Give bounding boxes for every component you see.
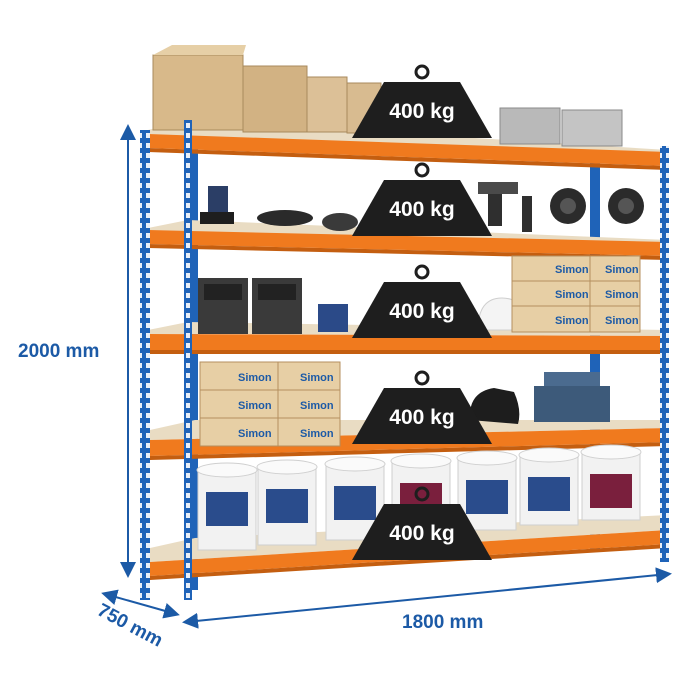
weight-body xyxy=(352,282,492,338)
rear-left-upright xyxy=(188,120,198,590)
paint-bucket xyxy=(456,450,518,531)
weight-label: 400 kg xyxy=(389,300,454,323)
height-label: 2000 mm xyxy=(18,341,99,362)
load-weight-1: 400 kg xyxy=(352,64,492,138)
load-weight-5: 400 kg xyxy=(352,486,492,560)
brand-label: Simon xyxy=(238,428,272,440)
weight-body xyxy=(352,504,492,560)
brand-label: Simon xyxy=(605,315,639,327)
load-weights: 400 kg 400 kg 400 kg 400 kg 400 kg xyxy=(352,64,492,560)
front-uprights xyxy=(140,120,669,600)
brand-label: Simon xyxy=(238,372,272,384)
paint-bucket xyxy=(256,459,318,546)
weight-label: 400 kg xyxy=(389,100,454,123)
load-weight-2: 400 kg xyxy=(352,162,492,236)
weight-label: 400 kg xyxy=(389,522,454,545)
weight-label: 400 kg xyxy=(389,198,454,221)
weight-hook xyxy=(414,64,430,80)
depth-dimension-line xyxy=(101,589,180,619)
brand-label: Simon xyxy=(300,400,334,412)
brand-label: Simon xyxy=(238,400,272,412)
welders-and-boxes xyxy=(198,278,527,334)
paint-bucket xyxy=(196,462,258,551)
brand-label: Simon xyxy=(555,315,589,327)
load-weight-3: 400 kg xyxy=(352,264,492,338)
width-dimension-line xyxy=(182,567,672,629)
weight-hook xyxy=(414,486,430,502)
weight-body xyxy=(352,388,492,444)
bag-and-toolbox xyxy=(469,372,610,424)
brand-boxes-right: Simon Simon Simon Simon Simon Simon xyxy=(511,255,641,333)
tools xyxy=(200,182,644,232)
width-label: 1800 mm xyxy=(402,612,483,633)
weight-hook xyxy=(414,370,430,386)
brand-label: Simon xyxy=(605,264,639,276)
dimension-lines xyxy=(101,124,672,629)
load-weight-4: 400 kg xyxy=(352,370,492,444)
weight-label: 400 kg xyxy=(389,406,454,429)
weight-body xyxy=(352,180,492,236)
paint-bucket xyxy=(580,444,642,521)
top-shelf-boxes xyxy=(152,45,623,147)
brand-label: Simon xyxy=(300,428,334,440)
brand-boxes-left: Simon Simon Simon Simon Simon Simon xyxy=(199,361,341,447)
weight-hook xyxy=(414,264,430,280)
brand-label: Simon xyxy=(555,289,589,301)
paint-bucket xyxy=(518,447,580,526)
brand-label: Simon xyxy=(555,264,589,276)
weight-body xyxy=(352,82,492,138)
brand-label: Simon xyxy=(300,372,334,384)
weight-hook xyxy=(414,162,430,178)
brand-label: Simon xyxy=(605,289,639,301)
